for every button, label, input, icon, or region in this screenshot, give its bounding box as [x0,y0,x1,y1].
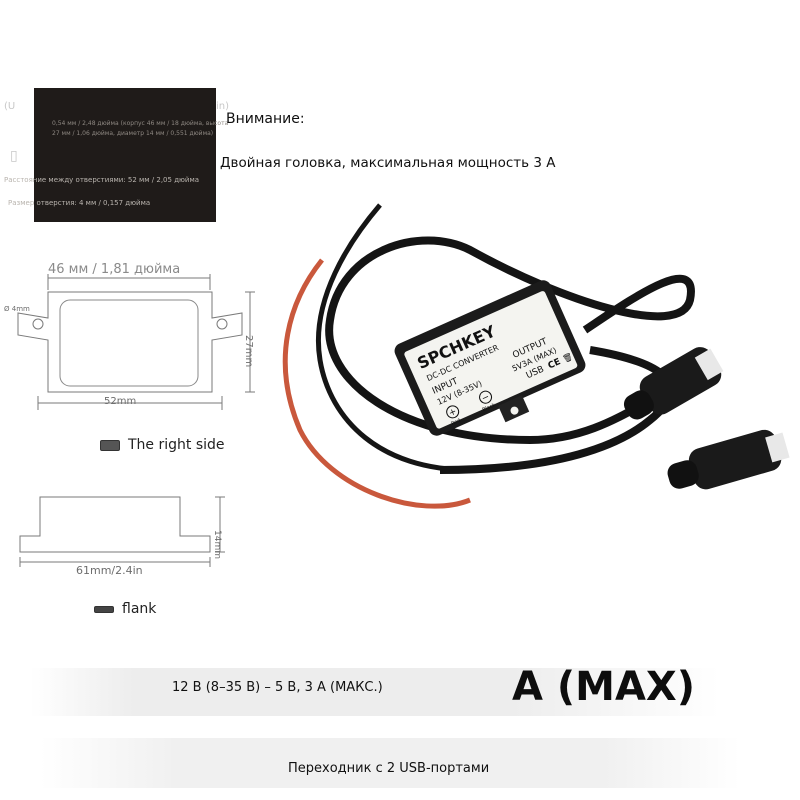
spec-line-dimensions: 0,54 мм / 2,48 дюйма (корпус 46 мм / 18 … [52,120,229,127]
voltage-spec: 12 В (8–35 В) – 5 В, 3 А (МАКС.) [172,680,383,695]
spec-hole-distance: Расстояние между отверстиями: 52 мм / 2,… [4,176,200,184]
plus-icon [446,405,460,419]
usb-connector-1 [623,347,724,420]
black-input-wire [316,203,471,473]
converter-label-area [404,291,578,429]
hole-diameter-label: Ø 4mm [4,305,30,313]
flank-icon [94,605,114,613]
recycle-bin-icon: 🗑 [561,352,574,364]
converter-body: SPCHKEY DC-DC CONVERTER INPUT 12V (8-35V… [394,280,586,436]
black-label: Black [482,402,497,413]
right-side-icon [100,439,120,451]
svg-text:+: + [447,407,458,419]
spec-hole-size: Размер отверстия: 4 мм / 0,157 дюйма [8,199,151,207]
right-side-legend: The right side [100,437,225,453]
notice-title: Внимание: [226,111,305,127]
bottom-ghost-band [40,738,740,788]
bottom-banner [30,668,720,716]
spec-box: 0,54 мм / 2,48 дюйма (корпус 46 мм / 18 … [4,88,228,222]
top-width-label: 46 мм / 1,81 дюйма [48,262,181,277]
ce-mark: CE [547,357,563,371]
ghost-text-right: in) [216,101,230,112]
flank-label: flank [122,601,157,617]
side-length-label: 61mm/2.4in [76,564,143,577]
side-view-drawing [19,496,225,567]
spec-line-dimensions-2: 27 мм / 1,06 дюйма, диаметр 14 мм / 0,55… [52,130,214,137]
usb-connector-2 [667,429,790,490]
notice-text: Двойная головка, максимальная мощность 3… [220,155,556,171]
max-heading: A (MAX) [512,664,696,710]
right-side-label: The right side [128,437,225,453]
red-label: Red [450,418,461,427]
ghost-square-icon: ▯ [10,148,18,164]
adapter-description: Переходник с 2 USB-портами [288,761,490,776]
usb-cable-2 [439,346,675,474]
hole-spacing-label: 52mm [104,396,137,407]
ghost-text-top: (U [4,101,16,112]
top-view-drawing [17,274,255,410]
minus-icon [479,390,493,404]
flank-legend: flank [94,601,156,617]
svg-text:−: − [480,392,491,404]
usb-cable-1 [325,236,695,445]
red-wire [282,258,471,509]
